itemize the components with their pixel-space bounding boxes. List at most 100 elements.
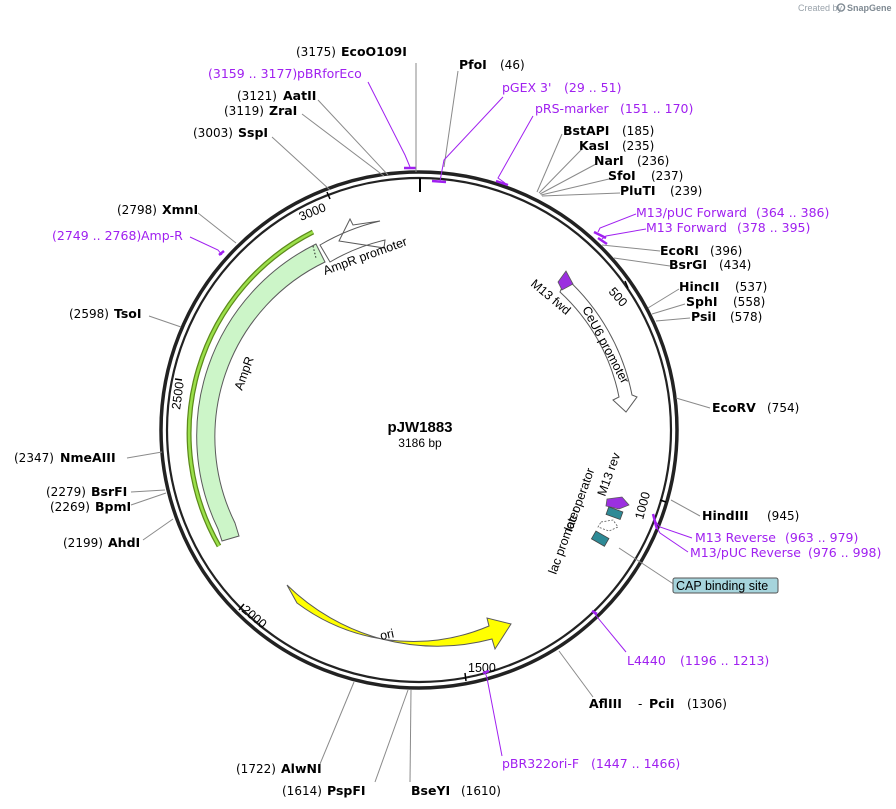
site-kasi-coord: (235) bbox=[622, 139, 654, 153]
site-sphi-coord: (558) bbox=[733, 295, 765, 309]
feature-ori[interactable] bbox=[286, 584, 512, 651]
site-tsoi[interactable]: TsoI bbox=[114, 306, 142, 321]
plasmid-size: 3186 bp bbox=[398, 436, 442, 450]
site-ahdi-coord: (2199) bbox=[63, 536, 103, 550]
site-tsoi-coord: (2598) bbox=[69, 307, 109, 321]
site-ahdi[interactable]: AhdI bbox=[108, 535, 140, 550]
primer-prs-marker[interactable]: pRS-marker bbox=[535, 101, 610, 116]
tick-1000: 1000 bbox=[632, 490, 653, 521]
site-sfoi-coord: (237) bbox=[651, 169, 683, 183]
feature-lac-promoter-label: lac promoter bbox=[546, 506, 583, 576]
feature-m13-rev[interactable] bbox=[605, 496, 630, 510]
site-nmeaiii[interactable]: NmeAIII bbox=[60, 450, 116, 465]
site-psii[interactable]: PsiI bbox=[691, 309, 716, 324]
site-sspi-coord: (3003) bbox=[193, 126, 233, 140]
tick-3000: 3000 bbox=[297, 200, 328, 223]
site-psii-coord: (578) bbox=[730, 310, 762, 324]
feature-ampr[interactable] bbox=[196, 243, 326, 542]
site-ecori[interactable]: EcoRI bbox=[660, 243, 699, 258]
primer-m13-reverse-range: (963 .. 979) bbox=[785, 530, 858, 545]
primer-m13-forward-range: (378 .. 395) bbox=[737, 220, 810, 235]
site-pluti[interactable]: PluTI bbox=[620, 183, 656, 198]
site-hincii[interactable]: HincII bbox=[679, 279, 719, 294]
primer-pgex3-range: (29 .. 51) bbox=[564, 80, 621, 95]
site-zrai[interactable]: ZraI bbox=[269, 103, 297, 118]
site-bpmi[interactable]: BpmI bbox=[95, 499, 131, 514]
primer-m13-reverse[interactable]: M13 Reverse bbox=[695, 530, 776, 545]
feature-m13-fwd[interactable] bbox=[557, 270, 574, 291]
feature-ampr-promoter[interactable] bbox=[319, 217, 386, 263]
plasmid-name: pJW1883 bbox=[387, 419, 452, 436]
primer-prs-marker-range: (151 .. 170) bbox=[620, 101, 693, 116]
site-bstapi-coord: (185) bbox=[622, 124, 654, 138]
site-ecoo109i-coord: (3175) bbox=[296, 45, 336, 59]
site-bpmi-coord: (2269) bbox=[50, 500, 90, 514]
site-pspfi[interactable]: PspFI bbox=[327, 783, 366, 798]
primer-pgex3[interactable]: pGEX 3' bbox=[502, 80, 551, 95]
feature-m13-rev-label: M13 rev bbox=[595, 450, 624, 498]
primer-m13puc-forward-range: (364 .. 386) bbox=[756, 205, 829, 220]
site-afliii[interactable]: AflIII bbox=[589, 696, 622, 711]
site-bsrgi-coord: (434) bbox=[719, 258, 751, 272]
site-ecoo109i[interactable]: EcoO109I bbox=[341, 44, 407, 59]
feature-ceu6-promoter[interactable] bbox=[559, 277, 638, 413]
primer-amp-r-range: (2749 .. 2768) bbox=[52, 228, 141, 243]
site-pcii-coord: (1306) bbox=[687, 697, 727, 711]
primer-marks bbox=[218, 166, 659, 675]
site-kasi[interactable]: KasI bbox=[579, 138, 609, 153]
ampr-highlight-inner bbox=[187, 230, 314, 547]
site-aatii[interactable]: AatII bbox=[283, 88, 316, 103]
site-nari[interactable]: NarI bbox=[594, 153, 624, 168]
primer-m13puc-forward[interactable]: M13/pUC Forward bbox=[636, 205, 747, 220]
site-bstapi[interactable]: BstAPI bbox=[563, 123, 609, 138]
site-pluti-coord: (239) bbox=[670, 184, 702, 198]
site-pcii[interactable]: PciI bbox=[649, 696, 675, 711]
cap-binding-site-box[interactable] bbox=[672, 577, 779, 594]
primer-pbr322ori-f[interactable]: pBR322ori-F bbox=[502, 756, 579, 771]
site-ecorv-coord: (754) bbox=[767, 401, 799, 415]
feature-ceu6-promoter-label: CeU6 promoter bbox=[579, 304, 631, 386]
primer-amp-r[interactable]: Amp-R bbox=[141, 228, 183, 243]
site-xmni[interactable]: XmnI bbox=[162, 202, 198, 217]
site-xmni-coord: (2798) bbox=[117, 203, 157, 217]
primer-pbrforeco-range: (3159 .. 3177) bbox=[208, 66, 297, 81]
site-sfoi[interactable]: SfoI bbox=[608, 168, 636, 183]
feature-lac-operator[interactable] bbox=[605, 506, 624, 521]
snapgene-logo: SnapGene bbox=[836, 3, 892, 13]
site-hincii-coord: (537) bbox=[735, 280, 767, 294]
snapgene-brand: SnapGene bbox=[847, 3, 892, 13]
site-bsrfi[interactable]: BsrFI bbox=[91, 484, 127, 499]
site-hindiii-coord: (945) bbox=[767, 509, 799, 523]
site-hindiii[interactable]: HindIII bbox=[702, 508, 749, 523]
primer-pbrforeco[interactable]: pBRforEco bbox=[297, 66, 362, 81]
site-zrai-coord: (3119) bbox=[224, 104, 264, 118]
site-alwni[interactable]: AlwNI bbox=[281, 761, 322, 776]
primer-m13-forward[interactable]: M13 Forward bbox=[646, 220, 727, 235]
cap-binding-site-label: CAP binding site bbox=[676, 579, 768, 593]
feature-lac-promoter[interactable] bbox=[597, 519, 619, 532]
site-alwni-coord: (1722) bbox=[236, 762, 276, 776]
site-pfoi[interactable]: PfoI bbox=[459, 57, 487, 72]
site-aatii-coord: (3121) bbox=[237, 89, 277, 103]
primer-l4440-range: (1196 .. 1213) bbox=[680, 653, 769, 668]
site-bseyi-coord: (1610) bbox=[461, 784, 501, 798]
site-afliii-dash: - bbox=[638, 697, 642, 711]
primer-l4440[interactable]: L4440 bbox=[627, 653, 666, 668]
site-sphi[interactable]: SphI bbox=[686, 294, 718, 309]
primer-pbr322ori-f-range: (1447 .. 1466) bbox=[591, 756, 680, 771]
site-nari-coord: (236) bbox=[637, 154, 669, 168]
site-pspfi-coord: (1614) bbox=[282, 784, 322, 798]
primer-m13puc-reverse-range: (976 .. 998) bbox=[808, 545, 881, 560]
primer-m13puc-reverse[interactable]: M13/pUC Reverse bbox=[690, 545, 801, 560]
feature-cap-site[interactable] bbox=[590, 530, 610, 547]
created-by-label: Created by bbox=[798, 3, 843, 13]
site-sspi[interactable]: SspI bbox=[238, 125, 268, 140]
site-nmeaiii-coord: (2347) bbox=[14, 451, 54, 465]
site-ecorv[interactable]: EcoRV bbox=[712, 400, 756, 415]
feature-ampr-label: AmpR bbox=[232, 355, 257, 392]
tick-1500: 1500 bbox=[468, 661, 496, 675]
tick-2500: 2500 bbox=[169, 381, 187, 411]
site-bsrfi-coord: (2279) bbox=[46, 485, 86, 499]
site-bsrgi[interactable]: BsrGI bbox=[669, 257, 707, 272]
site-bseyi[interactable]: BseYI bbox=[411, 783, 450, 798]
